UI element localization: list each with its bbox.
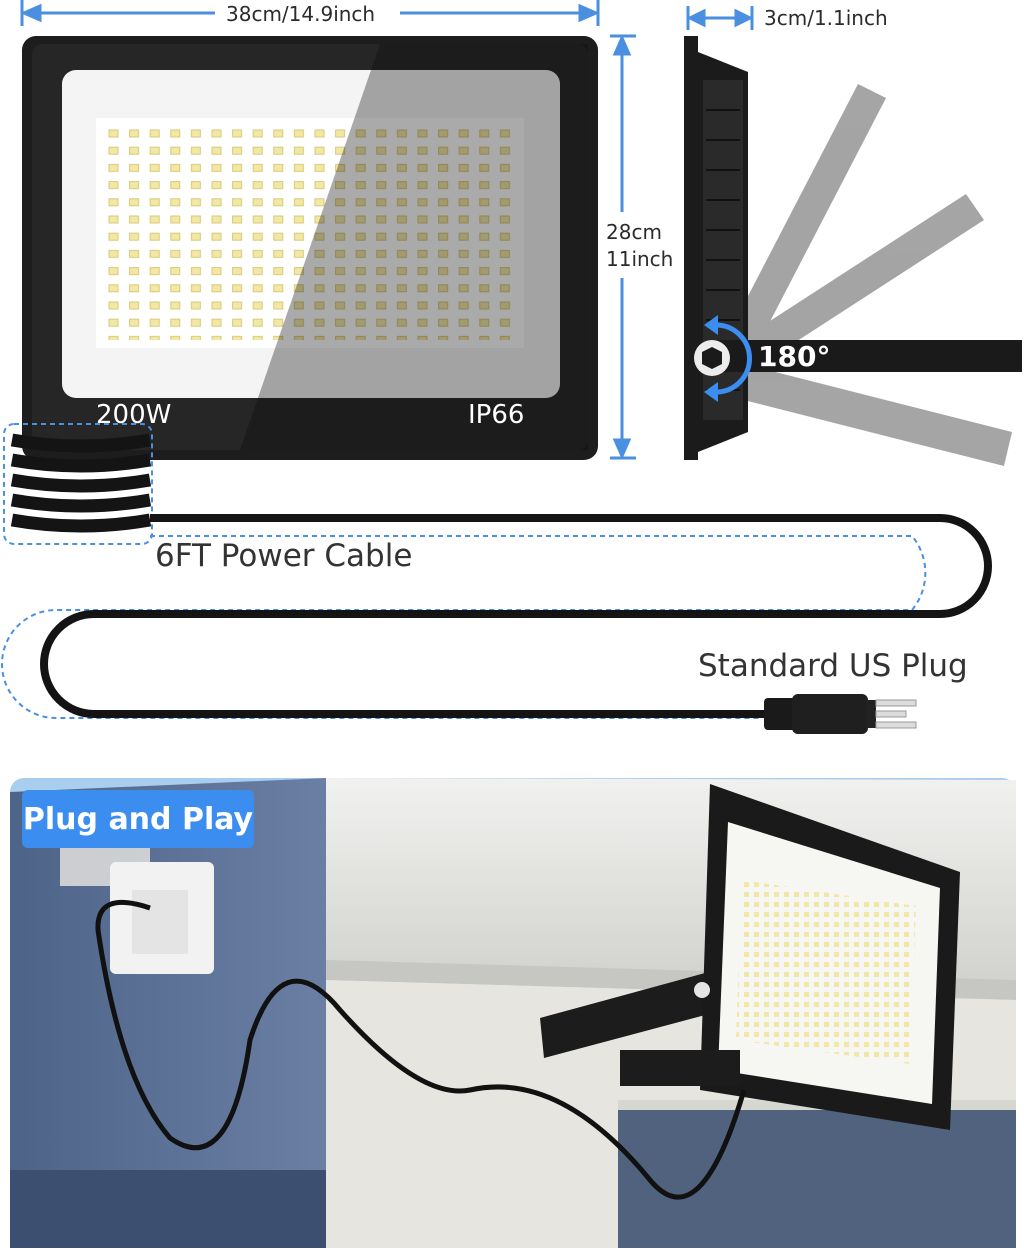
led-array [104,126,516,340]
rotation-angle-label: 180° [758,340,831,373]
height-dimension-label-in: 11inch [606,247,674,271]
height-dimension-label-cm: 28cm [606,220,662,244]
plug-type-label: Standard US Plug [698,648,968,684]
installation-scene [10,778,1016,1248]
plug-and-play-badge: Plug and Play [22,790,254,848]
height-dimension-line [610,34,636,460]
bracket-rotation-ghosts [712,84,1012,466]
width-dimension-label: 38cm/14.9inch [226,2,376,26]
us-plug-icon [764,694,917,734]
floodlight-side-view [684,36,1022,460]
coiled-cable [3,423,153,545]
wattage-label: 200W [96,400,172,430]
plug-and-play-badge-label: Plug and Play [22,801,254,837]
power-cable [1,514,992,719]
cable-length-label: 6FT Power Cable [155,538,413,574]
depth-dimension-label: 3cm/1.1inch [764,6,888,30]
rotation-arrow-icon [704,315,752,402]
ip-rating-label: IP66 [468,400,525,430]
width-dimension-line [20,0,600,26]
floodlight-front-view [22,36,598,460]
depth-dimension-line [686,6,754,30]
